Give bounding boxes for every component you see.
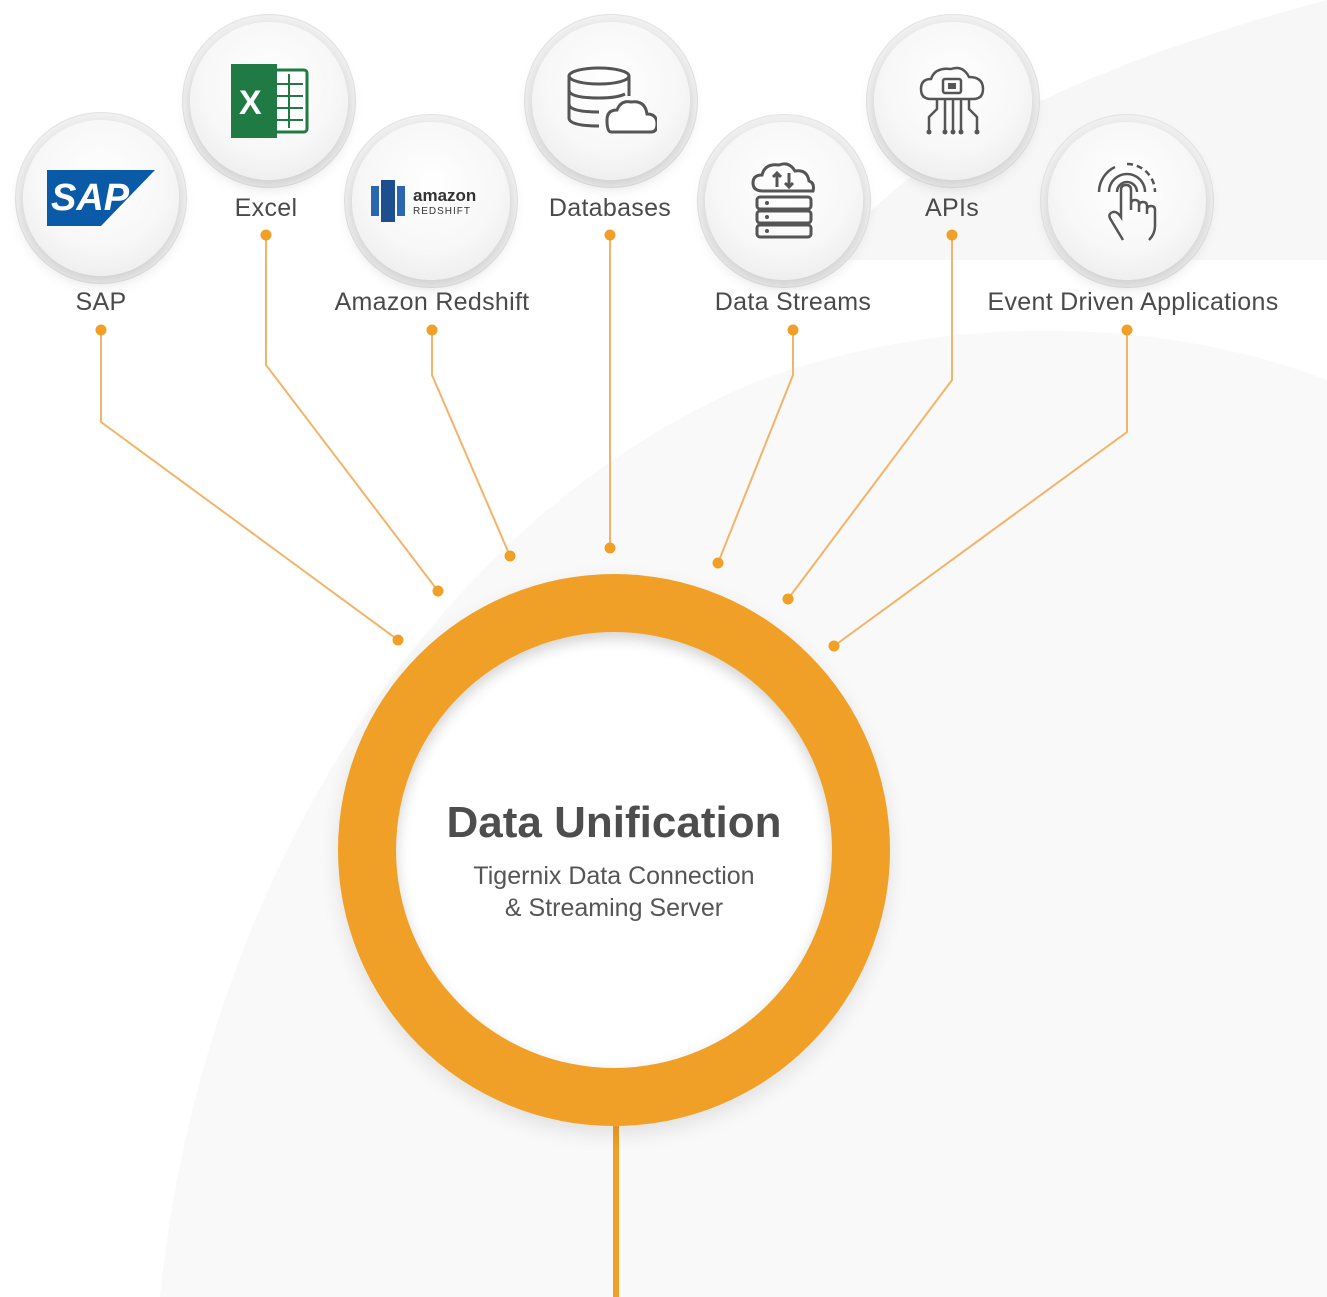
node-apis — [874, 22, 1032, 180]
hub-subtitle-line-2: & Streaming Server — [504, 894, 724, 922]
hub-subtitle: Tigernix Data Connection & Streaming Ser… — [436, 860, 792, 924]
node-data-streams — [705, 122, 863, 280]
hub-subtitle-line-1: Tigernix Data Connection — [473, 862, 755, 890]
connector-sap — [100, 330, 399, 641]
svg-text:X: X — [239, 84, 262, 122]
connector-dot — [604, 229, 616, 241]
connector-dot — [712, 557, 724, 569]
touch-gesture-icon — [1097, 162, 1157, 241]
connector-redshift — [431, 330, 511, 557]
node-amazon-redshift: amazon REDSHIFT — [352, 122, 510, 280]
label-data-streams: Data Streams — [714, 288, 872, 316]
hub-ring: Data Unification Tigernix Data Connectio… — [338, 574, 890, 1126]
hub-title: Data Unification — [446, 798, 782, 847]
connector-apis — [787, 235, 953, 600]
connector-dot — [260, 229, 272, 241]
redshift-logo-text: amazon — [413, 186, 476, 205]
database-cloud-icon — [567, 66, 657, 134]
redshift-logo-subtext: REDSHIFT — [413, 206, 471, 217]
node-databases — [532, 22, 690, 180]
connector-dot — [432, 585, 444, 597]
hub-center: Data Unification Tigernix Data Connectio… — [396, 632, 832, 1068]
label-apis: APIs — [925, 194, 979, 222]
label-sap: SAP — [75, 288, 127, 316]
excel-icon: X — [231, 64, 309, 138]
sap-logo-icon: SAP — [47, 170, 155, 226]
connector-datastreams — [717, 330, 794, 564]
connector-excel — [265, 235, 439, 592]
node-excel: X — [190, 22, 348, 180]
connector-dot — [392, 634, 404, 646]
cloud-api-icon — [919, 66, 985, 135]
svg-text:SAP: SAP — [51, 177, 130, 219]
connector-dot — [95, 324, 107, 336]
label-event-driven-applications: Event Driven Applications — [987, 288, 1279, 316]
label-amazon-redshift: Amazon Redshift — [334, 288, 530, 316]
node-sap: SAP — [23, 120, 179, 276]
connector-dot — [1121, 324, 1133, 336]
label-databases: Databases — [548, 194, 672, 222]
connector-dot — [787, 324, 799, 336]
cloud-server-stream-icon — [751, 162, 815, 239]
connector-dot — [504, 550, 516, 562]
connector-dot — [782, 593, 794, 605]
connector-events — [833, 330, 1128, 647]
connector-dot — [426, 324, 438, 336]
connector-dot — [604, 542, 616, 554]
amazon-redshift-icon: amazon REDSHIFT — [371, 180, 476, 222]
label-excel: Excel — [234, 194, 298, 222]
connector-dot — [946, 229, 958, 241]
connector-dot — [828, 640, 840, 652]
node-event-driven-applications — [1048, 122, 1206, 280]
